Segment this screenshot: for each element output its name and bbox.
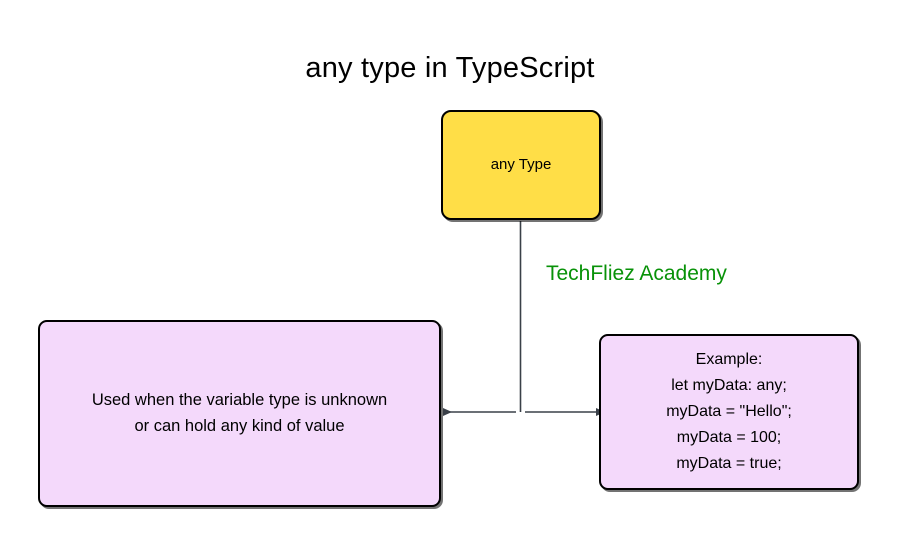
node-usage-description[interactable]: Used when the variable type is unknown o… xyxy=(38,320,441,507)
node-example-code-label: Example: let myData: any; myData = "Hell… xyxy=(666,351,792,472)
node-any-type-label: any Type xyxy=(490,155,552,173)
page-title: any type in TypeScript xyxy=(305,52,595,84)
node-example-code[interactable]: Example: let myData: any; myData = "Hell… xyxy=(599,334,859,490)
brand-watermark: TechFliez Academy xyxy=(546,262,727,285)
node-usage-description-label: Used when the variable type is unknown o… xyxy=(91,390,388,435)
node-any-type[interactable]: any Type xyxy=(441,110,601,220)
